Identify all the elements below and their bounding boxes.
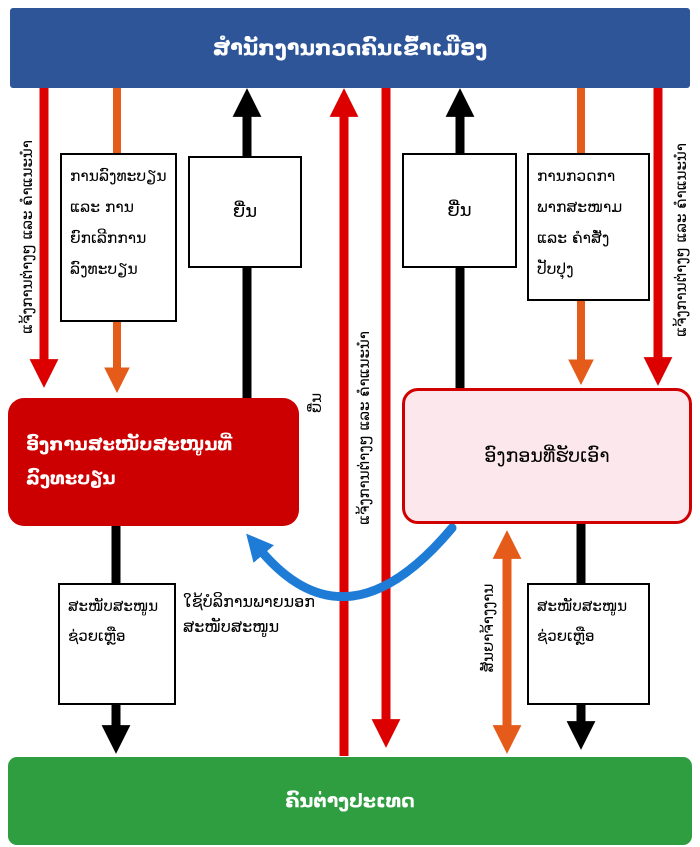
- label-employment-contract: ສັນຍາຈ້າງງານ: [479, 583, 497, 673]
- box-registered-support-organization: ອົງການສະໜັບສະໜູນທີ່ລົງທະບຽນ: [8, 398, 299, 526]
- label-submit-small: ຍື່ນ: [307, 392, 325, 414]
- footer-title: ຄົນຕ່າງປະເທດ: [285, 790, 415, 812]
- box-registration-label: ການລົງທະບຽນ ແລະ ການຍົກເລີກການລົງທະບຽນ: [70, 167, 167, 278]
- box-submit-left-label: ຍື່ນ: [232, 201, 258, 223]
- box-support-assist-right: ສະໜັບສະໜູນຊ່ວຍເຫຼືອ: [527, 583, 650, 705]
- label-outsourcing-support: ໃຊ້ບໍລິການພາຍນອກສະໜັບສະໜູນ: [183, 592, 315, 636]
- box-submit-left: ຍື່ນ: [188, 156, 302, 268]
- header-title: ສໍານັກງານກວດຄົນເຂົ້າເມືອງ: [212, 36, 488, 60]
- box-accepting-organization: ອົງກອນທີ່ຮັບເອົາ: [402, 388, 692, 524]
- box-inspection-label: ການກວດກາພາກສະໜາມ ແລະ ຄໍາສັ່ງປັບປຸງ: [537, 167, 623, 278]
- support-left-label: ສະໜັບສະໜູນຊ່ວຍເຫຼືອ: [68, 597, 159, 645]
- label-notifications-advice-right: ແຈ້ງການຕ່າງໆ ແລະ ຄຳແນະນຳ: [672, 143, 690, 337]
- box-submit-right-label: ຍື່ນ: [447, 199, 472, 221]
- support-right-label: ສະໜັບສະໜູນຊ່ວຍເຫຼືອ: [537, 597, 628, 645]
- box-submit-right: ຍື່ນ: [402, 153, 517, 268]
- support-org-label: ອົງການສະໜັບສະໜູນທີ່ລົງທະບຽນ: [26, 433, 233, 489]
- box-registration-cancellation: ການລົງທະບຽນ ແລະ ການຍົກເລີກການລົງທະບຽນ: [60, 153, 177, 322]
- header-immigration-office: ສໍານັກງານກວດຄົນເຂົ້າເມືອງ: [10, 8, 690, 88]
- box-support-assist-left: ສະໜັບສະໜູນຊ່ວຍເຫຼືອ: [58, 583, 176, 705]
- label-notifications-advice-middle: ແຈ້ງການຕ່າງໆ ແລະ ຄຳແນະນຳ: [355, 331, 373, 525]
- footer-foreigners: ຄົນຕ່າງປະເທດ: [8, 757, 692, 845]
- box-field-inspection: ການກວດກາພາກສະໜາມ ແລະ ຄໍາສັ່ງປັບປຸງ: [527, 153, 650, 301]
- label-notifications-advice-left: ແຈ້ງການຕ່າງໆ ແລະ ຄຳແນະນຳ: [18, 140, 36, 334]
- accepting-org-label: ອົງກອນທີ່ຮັບເອົາ: [484, 445, 610, 467]
